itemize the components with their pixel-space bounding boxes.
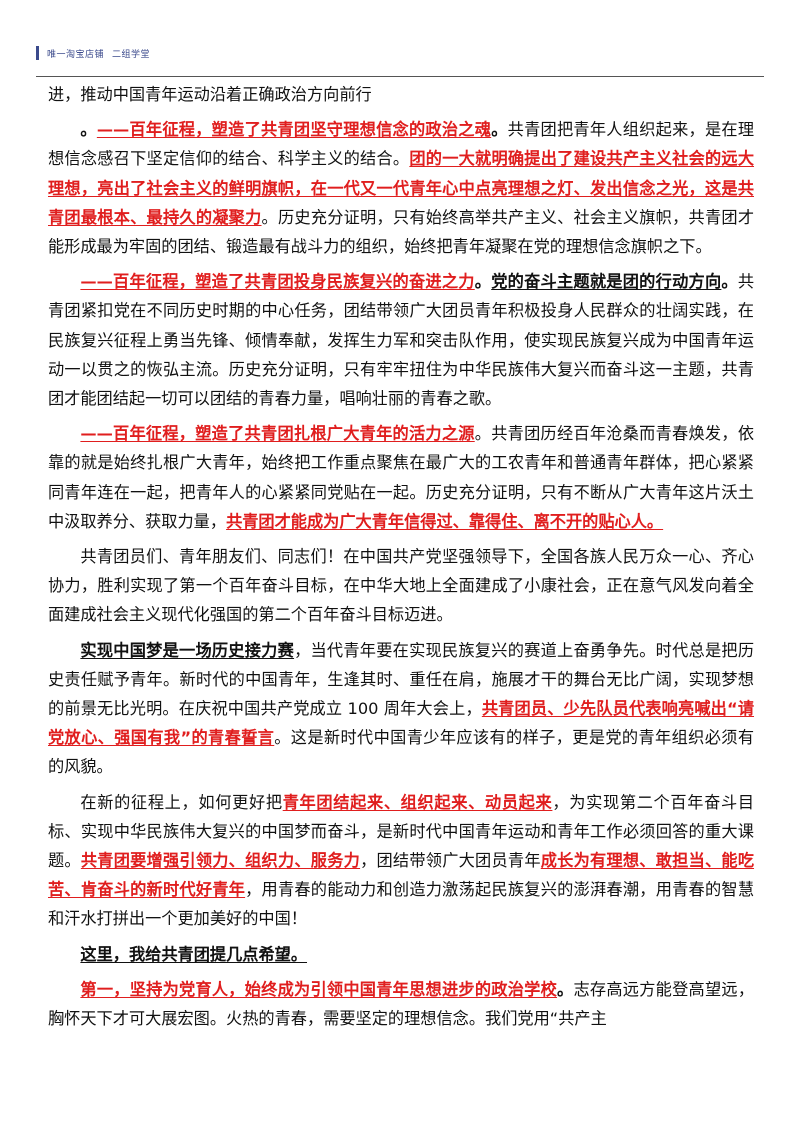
body-text: 志存高远方能登高望远，胸怀天下才可大展宏图。火热的青春，需要坚定的理想信念。我们…: [48, 979, 755, 1029]
header-accent-bar: [36, 46, 39, 60]
header-shop-label: 唯一淘宝店铺: [47, 49, 105, 60]
highlight-text: 成长为有理想、敢担当、能吃苦、肯奋斗的新时代好青年: [48, 851, 755, 900]
highlight-text: 共青团才能成为广大青年信得过、靠得住、离不开的贴心人。: [226, 511, 664, 531]
highlight-text: 青年团结起来、组织起来、动员起来: [282, 792, 553, 812]
paragraph: 进，推动中国青年运动沿着正确政治方向前行: [48, 80, 754, 109]
body-text: 。: [721, 272, 738, 292]
paragraph: 这里，我给共青团提几点希望。: [48, 940, 754, 969]
paragraph: 第一，坚持为党育人，始终成为引领中国青年思想进步的政治学校。志存高远方能登高望远…: [48, 975, 754, 1033]
paragraph: 共青团员们、青年朋友们、同志们！在中国共产党坚强领导下，全国各族人民万众一心、齐…: [48, 542, 754, 630]
body-text: 。: [80, 120, 97, 140]
emphasis-text: 实现中国梦是一场历史接力赛: [80, 640, 295, 660]
paragraph: 在新的征程上，如何更好把青年团结起来、组织起来、动员起来，为实现第二个百年奋斗目…: [48, 788, 754, 934]
body-text: 共青团员们、青年朋友们、同志们！在中国共产党坚强领导下，全国各族人民万众一心、齐…: [48, 547, 754, 625]
highlight-text: 共青团员、少先队员代表响亮喊出“请党放心、强国有我”的青春誓言: [48, 699, 755, 748]
body-text: 。共青团历经百年沧桑而青春焕发，依靠的就是始终扎根广大青年，始终把工作重点聚焦在…: [48, 424, 755, 531]
body-text: ，团结带领广大团员青年: [360, 851, 541, 871]
highlight-text: 团的一大就明确提出了建设共产主义社会的远大理想，亮出了社会主义的鲜明旗帜，在一代…: [48, 149, 755, 227]
highlight-text: 第一，坚持为党育人，始终成为引领中国青年思想进步的政治学校: [80, 979, 558, 999]
body-text: 。历史充分证明，只有始终高举共产主义、社会主义旗帜，共青团才能形成最为牢固的团结…: [48, 207, 754, 257]
body-text: 共青团把青年人组织起来，是在理想信念感召下坚定信仰的结合、科学主义的结合。: [48, 120, 755, 169]
body-text: 。: [474, 272, 492, 292]
page-header: 唯一淘宝店铺 二组学堂: [36, 46, 158, 60]
header-divider: [36, 76, 764, 77]
paragraph: 实现中国梦是一场历史接力赛，当代青年要在实现民族复兴的赛道上奋勇争先。时代总是把…: [48, 636, 754, 782]
emphasis-text: 这里，我给共青团提几点希望。: [80, 944, 308, 964]
document-body: 进，推动中国青年运动沿着正确政治方向前行。——百年征程，塑造了共青团坚守理想信念…: [48, 80, 754, 1039]
highlight-text: 共青团要增强引领力、组织力、服务力: [80, 851, 361, 871]
body-text: 在新的征程上，如何更好把: [80, 792, 283, 812]
body-text: 。: [491, 120, 508, 140]
highlight-text: ——百年征程，塑造了共青团投身民族复兴的奋进之力: [80, 272, 475, 292]
body-text: ，为实现第二个百年奋斗目标、实现中华民族伟大复兴的中国梦而奋斗，是新时代中国青年…: [48, 792, 755, 871]
highlight-text: ——百年征程，塑造了共青团扎根广大青年的活力之源: [80, 424, 475, 444]
header-team-label: 二组学堂: [112, 49, 151, 60]
body-text: 。: [557, 979, 574, 999]
paragraph: ——百年征程，塑造了共青团扎根广大青年的活力之源。共青团历经百年沧桑而青春焕发，…: [48, 419, 754, 536]
body-text: ，用青春的能动力和创造力激荡起民族复兴的澎湃春潮，用青春的智慧和汗水打拼出一个更…: [48, 880, 755, 929]
body-text: 。这是新时代中国青少年应该有的样子，更是党的青年组织必须有的风貌。: [48, 728, 755, 777]
highlight-text: ——百年征程，塑造了共青团坚守理想信念的政治之魂: [96, 120, 492, 140]
emphasis-text: 党的奋斗主题就是团的行动方向: [491, 272, 722, 292]
paragraph: 。——百年征程，塑造了共青团坚守理想信念的政治之魂。共青团把青年人组织起来，是在…: [48, 115, 754, 261]
body-text: 共青团紧扣党在不同历史时期的中心任务，团结带领广大团员青年积极投身人民群众的壮阔…: [48, 272, 755, 409]
body-text: ，当代青年要在实现民族复兴的赛道上奋勇争先。时代总是把历史责任赋予青年。新时代的…: [48, 640, 755, 719]
body-text: 进，推动中国青年运动沿着正确政治方向前行: [48, 85, 372, 104]
paragraph: ——百年征程，塑造了共青团投身民族复兴的奋进之力。党的奋斗主题就是团的行动方向。…: [48, 267, 754, 413]
